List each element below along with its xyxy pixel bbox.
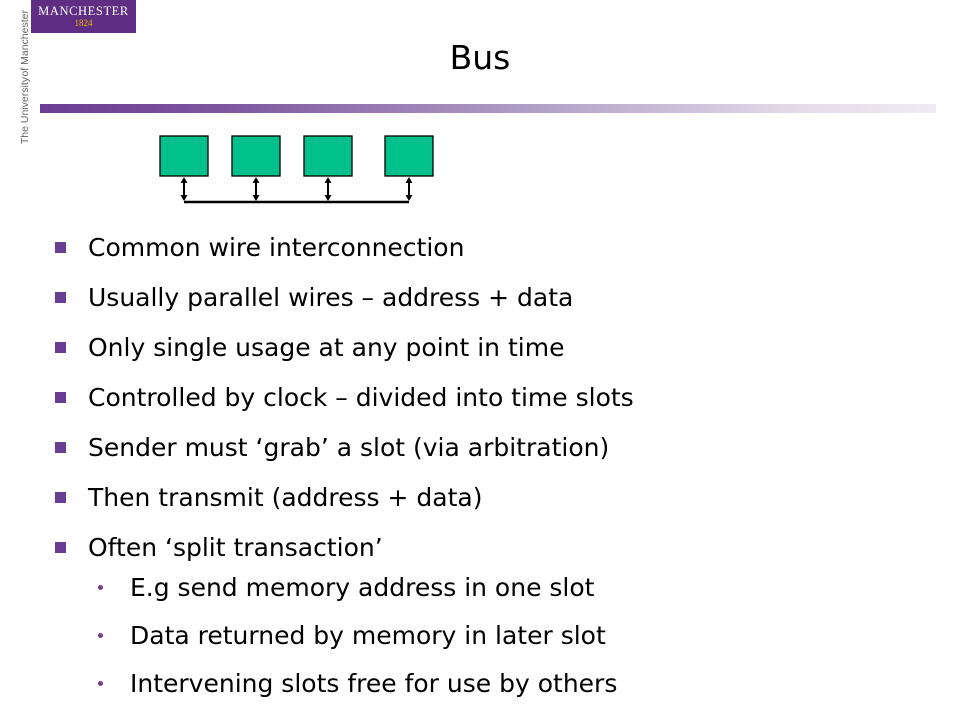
bullet-text: Controlled by clock – divided into time … bbox=[88, 383, 634, 412]
title-divider bbox=[40, 104, 936, 113]
bullet-marker bbox=[55, 392, 66, 403]
logo-name: MANCHESTER bbox=[38, 4, 129, 18]
bullet-text: Usually parallel wires – address + data bbox=[88, 283, 574, 312]
bidirectional-arrow-2 bbox=[252, 177, 260, 201]
bus-diagram bbox=[159, 135, 434, 204]
bullet-marker bbox=[55, 492, 66, 503]
slide-title: Bus bbox=[449, 38, 511, 77]
bullet-text: Often ‘split transaction’ bbox=[88, 533, 383, 562]
sub-bullet-text: Intervening slots free for use by others bbox=[130, 669, 618, 698]
university-line-1: The University bbox=[19, 76, 31, 144]
bullet-marker bbox=[55, 442, 66, 453]
bus-device-3 bbox=[303, 135, 353, 177]
bullet-text: Then transmit (address + data) bbox=[88, 483, 483, 512]
sub-bullet-text: Data returned by memory in later slot bbox=[130, 621, 606, 650]
bullet-text: Only single usage at any point in time bbox=[88, 333, 565, 362]
manchester-logo: MANCHESTER 1824 bbox=[31, 0, 136, 33]
sub-bullet-text: E.g send memory address in one slot bbox=[130, 573, 595, 602]
bullet-marker bbox=[55, 242, 66, 253]
bullet-text: Common wire interconnection bbox=[88, 233, 465, 262]
bus-device-1 bbox=[159, 135, 209, 177]
bullet-marker bbox=[55, 542, 66, 553]
sub-bullet-marker bbox=[98, 585, 103, 590]
bidirectional-arrow-1 bbox=[180, 177, 188, 201]
bullet-marker bbox=[55, 292, 66, 303]
bullet-marker bbox=[55, 342, 66, 353]
sub-bullet-marker bbox=[98, 681, 103, 686]
bullet-text: Sender must ‘grab’ a slot (via arbitrati… bbox=[88, 433, 610, 462]
logo-year: 1824 bbox=[74, 18, 93, 28]
bidirectional-arrow-3 bbox=[324, 177, 332, 201]
bidirectional-arrow-4 bbox=[405, 177, 413, 201]
bus-device-4 bbox=[384, 135, 434, 177]
sub-bullet-marker bbox=[98, 633, 103, 638]
bus-device-2 bbox=[231, 135, 281, 177]
